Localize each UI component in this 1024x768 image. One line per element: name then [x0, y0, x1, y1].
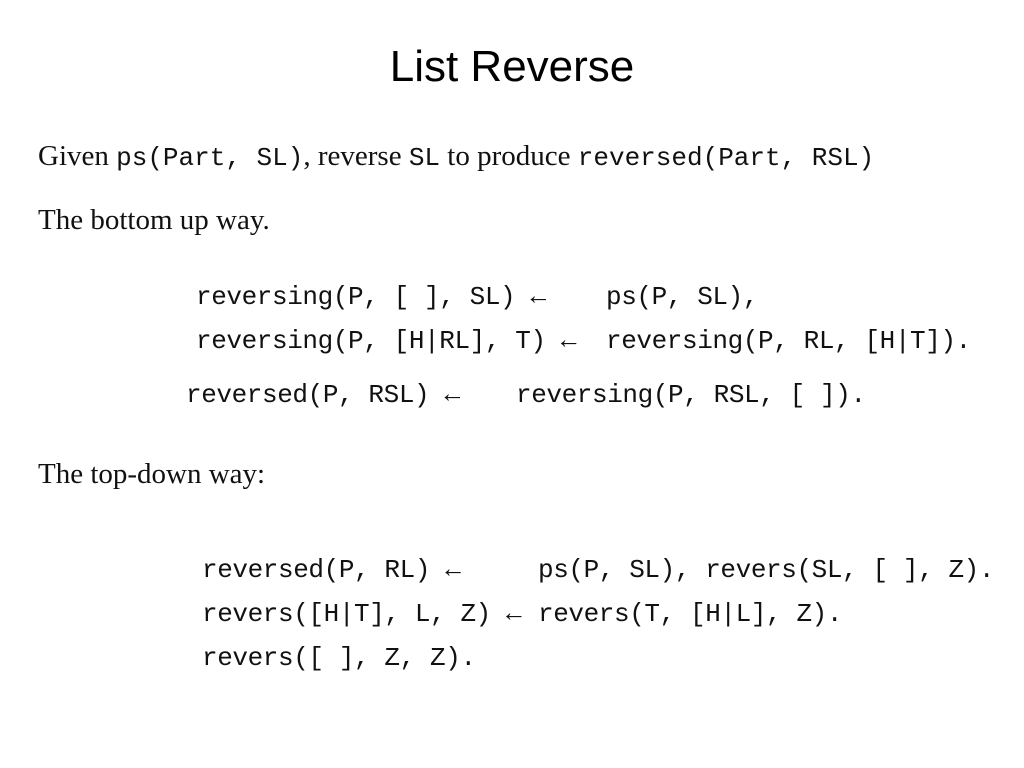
rule-head: reversing(P, [ ], SL) ←: [196, 282, 546, 312]
intro-text-given: Given: [38, 140, 117, 172]
intro-text-reverse: , reverse: [303, 140, 409, 172]
rule-head: reversing(P, [H|RL], T) ←: [196, 326, 577, 356]
rule-body: reversing(P, RSL, [ ]).: [516, 380, 866, 410]
intro-term-reversed: reversed(Part, RSL): [577, 143, 875, 173]
intro-term-ps: ps(Part, SL): [116, 143, 304, 173]
bottom-up-heading: The bottom up way.: [38, 204, 270, 236]
intro-term-sl: SL: [408, 143, 441, 173]
slide-title: List Reverse: [389, 42, 635, 91]
intro-text-produce: to produce: [440, 140, 578, 172]
rule-head: revers([ ], Z, Z).: [202, 643, 476, 673]
rule-body: revers(T, [H|L], Z).: [538, 599, 843, 629]
rule-body: ps(P, SL), revers(SL, [ ], Z).: [538, 555, 995, 585]
rule-head: reversed(P, RSL) ←: [186, 380, 460, 410]
intro-sentence: Given ps(Part, SL), reverse SL to produc…: [38, 140, 874, 173]
top-down-heading: The top-down way:: [38, 458, 266, 490]
rule-head: reversed(P, RL) ←: [202, 555, 461, 585]
rule-head: revers([H|T], L, Z) ←: [202, 599, 522, 629]
rule-body: reversing(P, RL, [H|T]).: [606, 326, 971, 356]
rule-body: ps(P, SL),: [606, 282, 759, 312]
